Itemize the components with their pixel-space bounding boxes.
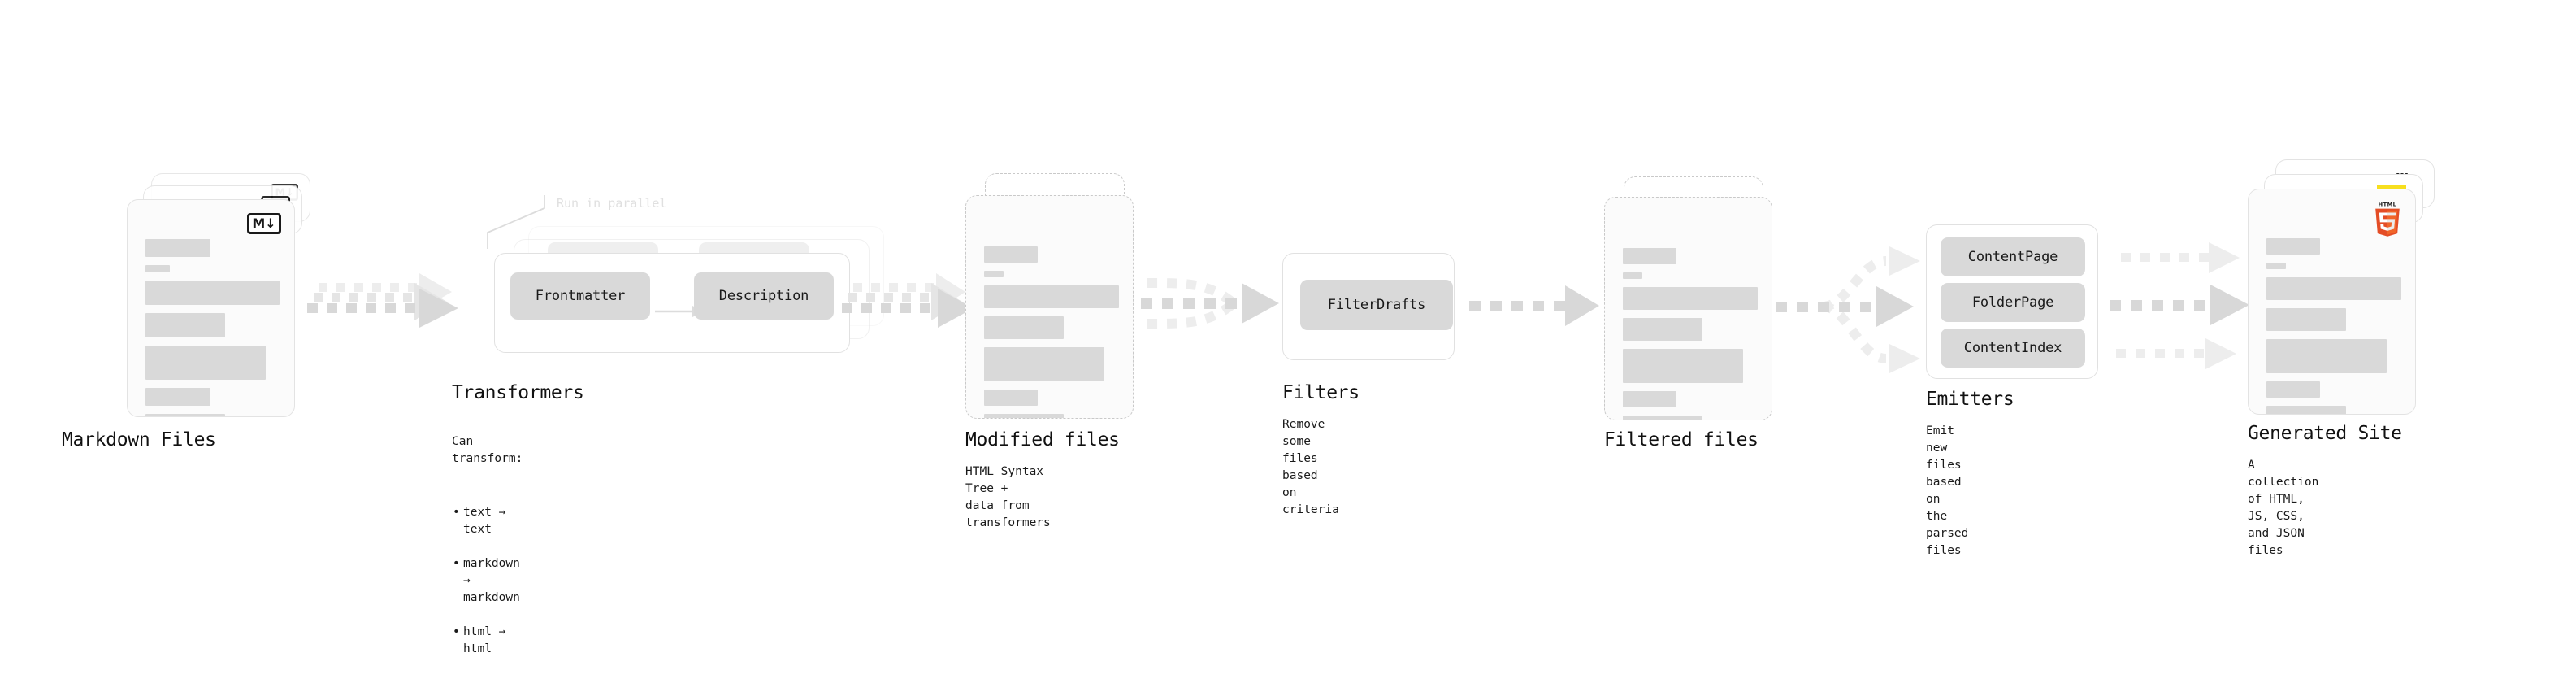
arrow-emitters-to-generated-site [2110, 242, 2249, 369]
run-in-parallel-label: Run in parallel [557, 196, 667, 211]
filter-chip-filterdrafts[interactable]: FilterDrafts [1300, 280, 1453, 330]
stage-title-markdown-files: Markdown Files [62, 429, 216, 450]
arrow-filters-to-filtered-files [1469, 285, 1599, 326]
transformers-bullet-2: html → html [453, 624, 523, 658]
transformers-bullet-list: text → text markdown → markdown html → h… [452, 487, 523, 675]
arrow-transformers-to-modified-files [842, 273, 974, 328]
filtered-file-card-front [1604, 197, 1772, 420]
stage-title-emitters: Emitters [1926, 389, 2014, 410]
stage-title-filters: Filters [1282, 382, 1360, 403]
transformers-description: Can transform: text → text markdown → ma… [452, 416, 523, 692]
arrow-modified-files-to-filters [1141, 278, 1279, 329]
emitter-chip-contentpage[interactable]: ContentPage [1941, 237, 2085, 276]
arrow-filtered-files-to-emitters [1776, 246, 1920, 373]
transformer-chip-description[interactable]: Description [694, 272, 834, 320]
transformers-bullet-1: markdown → markdown [453, 555, 523, 607]
arrow-markdown-to-transformers [307, 273, 458, 328]
transformers-bullet-0: text → text [453, 504, 523, 538]
emitter-chip-contentindex[interactable]: ContentIndex [1941, 329, 2085, 368]
svg-text:HTML: HTML [2379, 201, 2397, 207]
stage-title-transformers: Transformers [452, 382, 584, 403]
generated-file-card-html: HTML [2248, 189, 2416, 415]
file-content-placeholder-lines [145, 239, 280, 416]
generated-site-subtitle: A collection of HTML, JS, CSS, and JSON … [2248, 459, 2319, 558]
file-content-placeholder-lines [984, 246, 1119, 418]
transformer-chip-frontmatter[interactable]: Frontmatter [510, 272, 650, 320]
stage-title-filtered-files: Filtered files [1604, 429, 1759, 450]
run-in-parallel-bracket [487, 195, 545, 249]
stage-title-generated-site: Generated Site [2248, 423, 2402, 444]
file-content-placeholder-lines [1623, 248, 1758, 420]
markdown-file-card-front: M↓ [127, 199, 295, 417]
emitter-chip-folderpage[interactable]: FolderPage [1941, 283, 2085, 322]
filters-subtitle: Remove some files based on criteria [1282, 418, 1339, 517]
transformers-subtitle: Can transform: [452, 435, 523, 466]
file-content-placeholder-lines [2266, 238, 2401, 414]
modified-files-subtitle: HTML Syntax Tree + data from transformer… [965, 465, 1051, 530]
html5-badge-icon: HTML [2375, 201, 2400, 237]
modified-file-card-front [965, 195, 1134, 419]
emitters-subtitle: Emit new files based on the parsed files [1926, 424, 1969, 558]
markdown-badge-icon: M↓ [247, 213, 281, 234]
stage-title-modified-files: Modified files [965, 429, 1120, 450]
